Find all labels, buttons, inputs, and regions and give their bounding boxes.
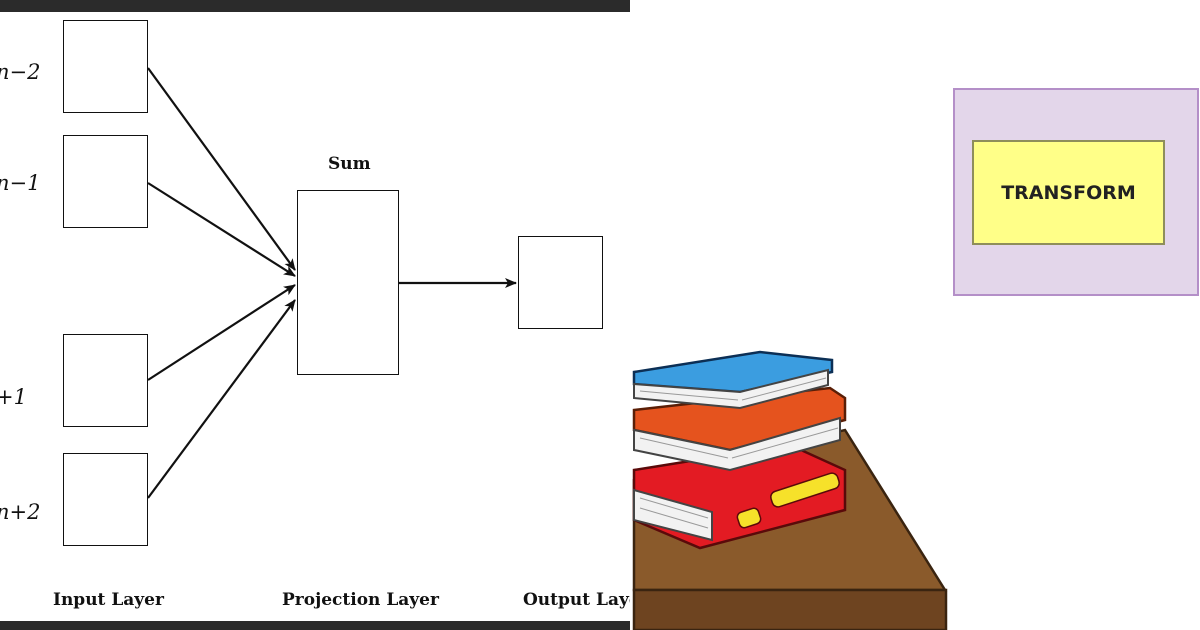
context-label-n-minus-1: n−1 [0,171,41,195]
projection-layer-label: Projection Layer [282,590,439,610]
transform-box: TRANSFORM [972,140,1165,245]
output-node [518,236,603,329]
arrow-input-2-to-projection [147,182,296,277]
input-node-3 [63,334,148,427]
table-front [632,588,948,630]
red-book-label-small [736,507,762,529]
red-book-pages [633,488,713,542]
arrow-input-4-to-projection [147,299,296,499]
output-layer-label: Output Laye [523,590,630,610]
context-label-n-minus-2: n−2 [0,60,41,84]
context-label-n-plus-2: n+2 [0,500,41,524]
projection-node [297,190,399,375]
orange-book-pages [633,416,841,472]
red-book-label [770,472,840,508]
context-label-plus-1: +1 [0,385,27,409]
arrow-input-3-to-projection [147,284,296,381]
arrow-input-1-to-projection [147,67,296,271]
top-bar [0,0,630,12]
sum-label: Sum [328,154,371,174]
input-node-2 [63,135,148,228]
bottom-bar [0,621,630,630]
input-node-4 [63,453,148,546]
input-node-1 [63,20,148,113]
blue-book-pages [633,368,829,410]
transform-label: TRANSFORM [1001,181,1136,204]
input-layer-label: Input Layer [53,590,164,610]
